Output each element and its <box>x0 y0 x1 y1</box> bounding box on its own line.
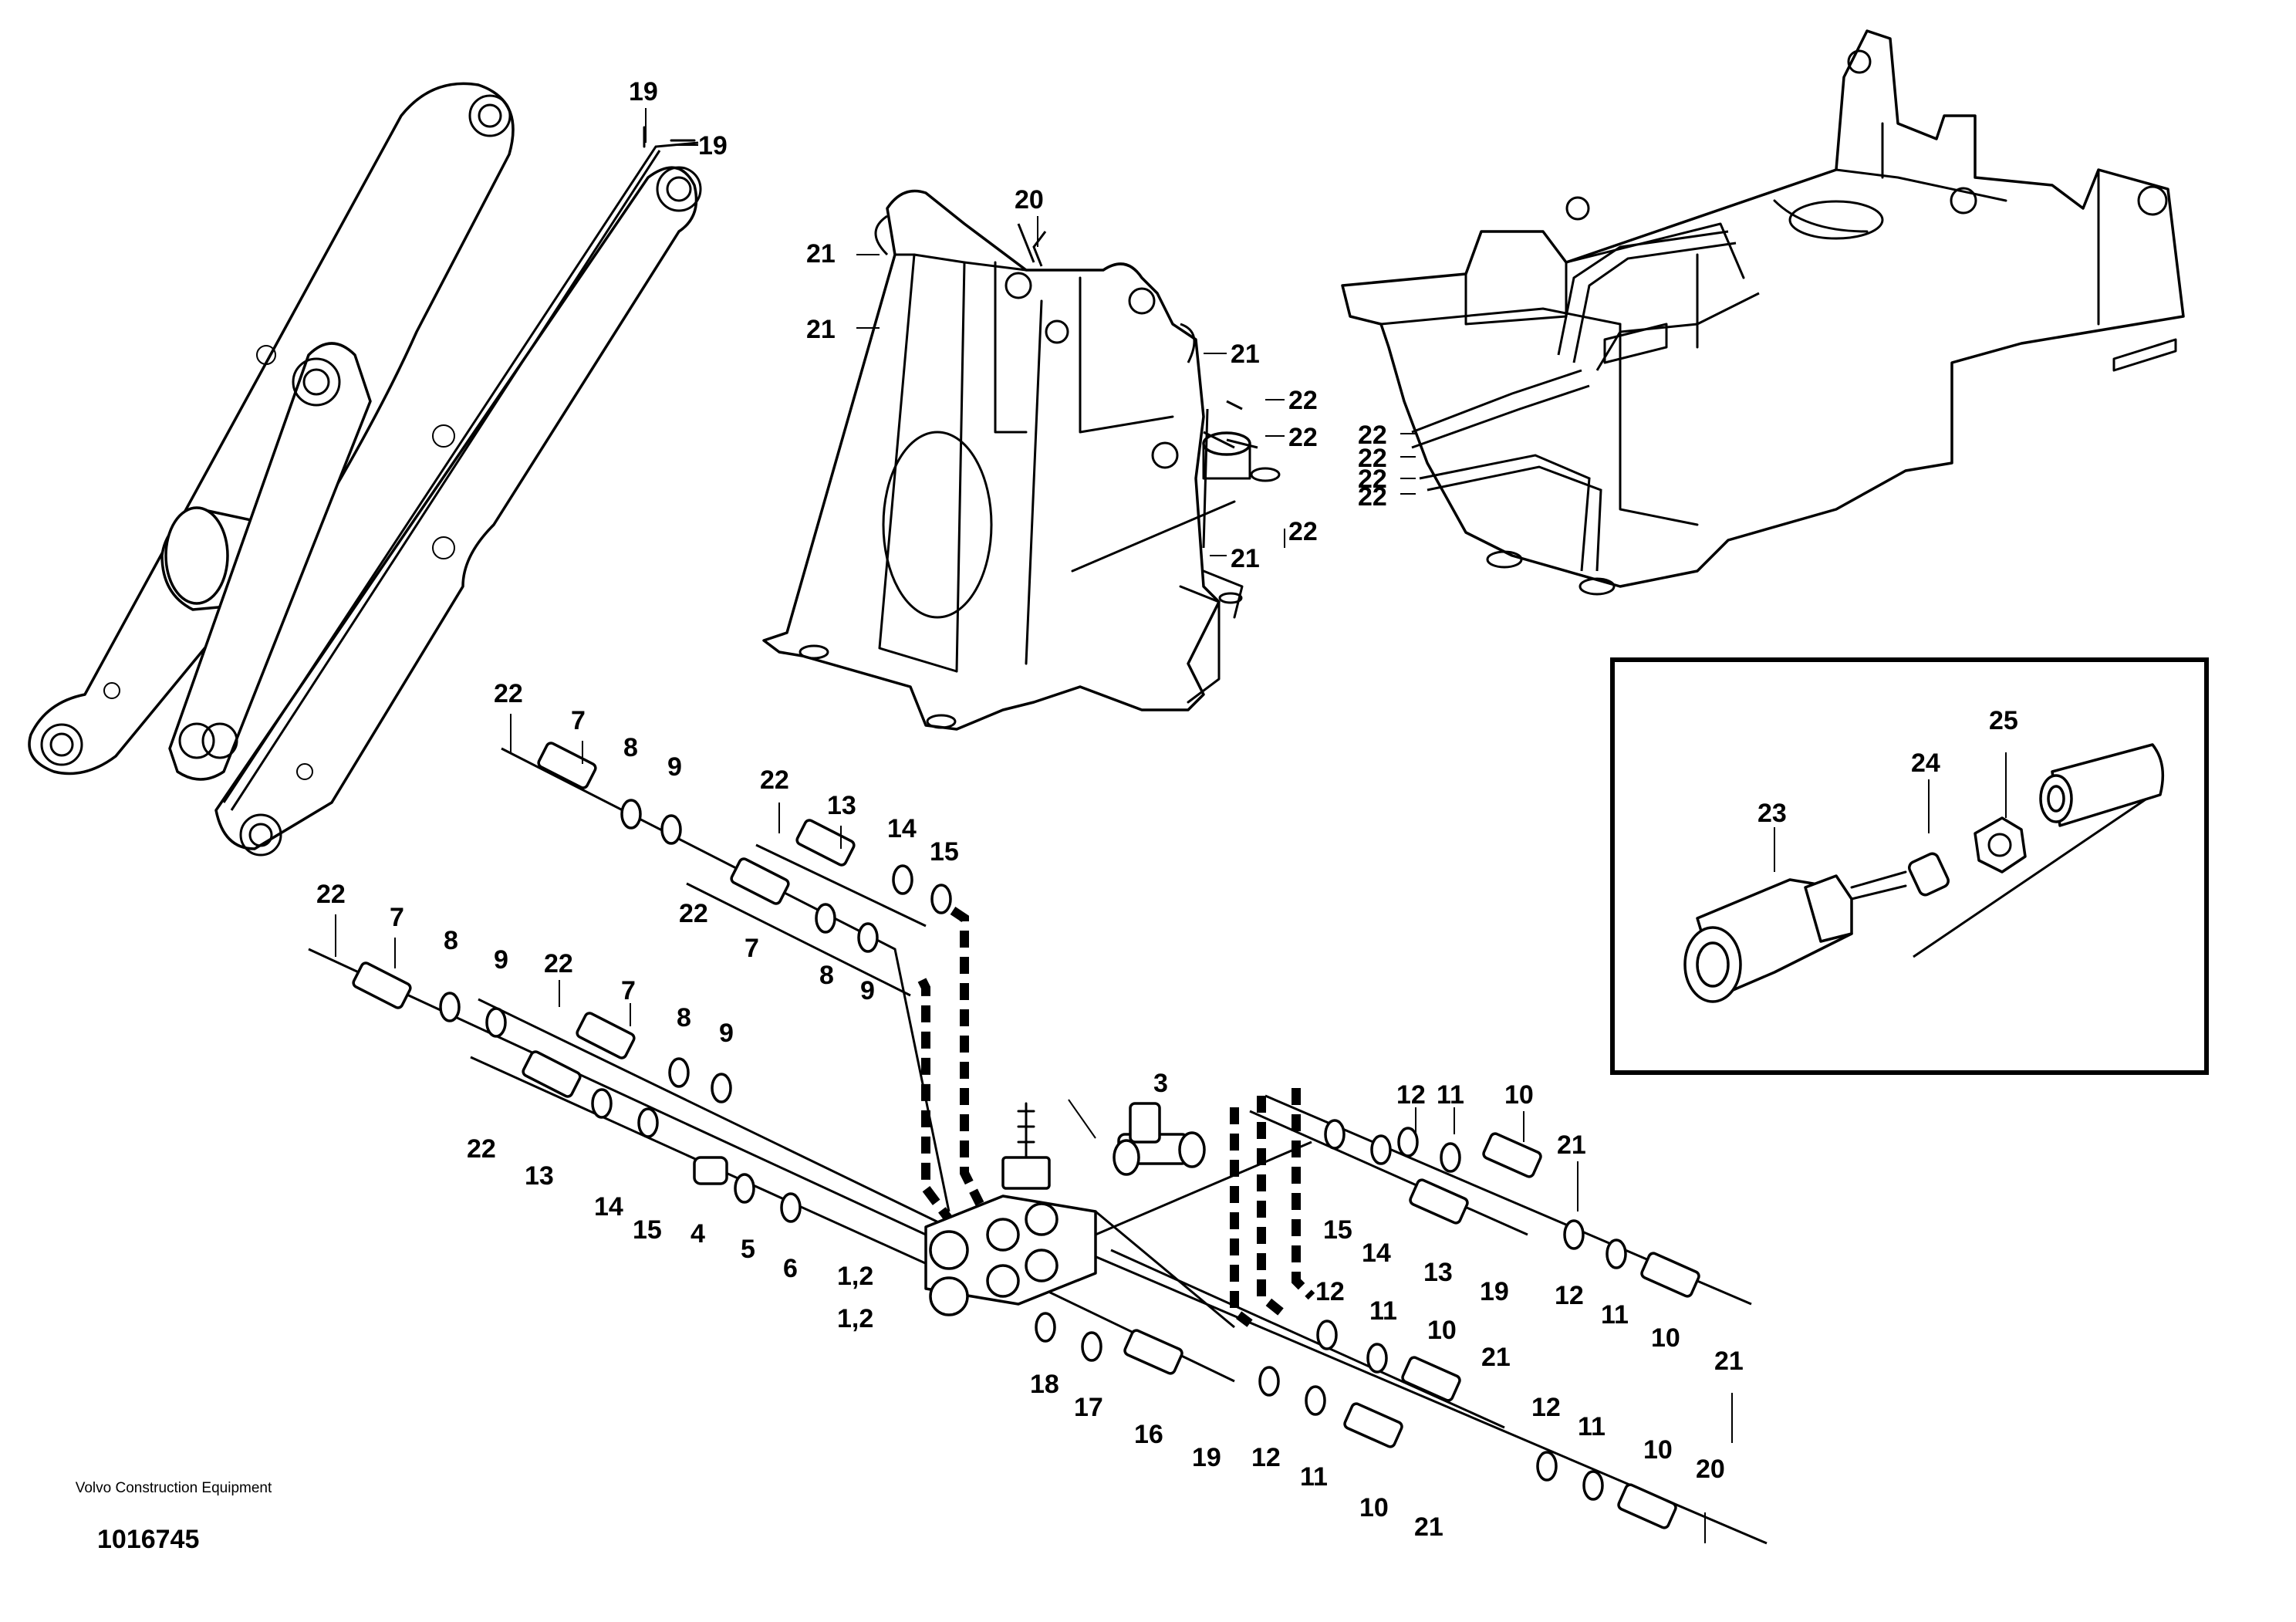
callout-7: 7 <box>390 903 404 932</box>
callout-5: 5 <box>741 1235 755 1264</box>
callout-23: 23 <box>1757 799 1787 828</box>
callout-7: 7 <box>745 934 759 963</box>
callout-22: 22 <box>1288 386 1318 415</box>
callout-9: 9 <box>860 976 875 1005</box>
callout-8: 8 <box>677 1003 691 1032</box>
callout-21: 21 <box>1414 1512 1443 1542</box>
callout-3: 3 <box>1153 1069 1168 1098</box>
callout-9: 9 <box>719 1019 734 1048</box>
callout-19: 19 <box>1192 1443 1221 1472</box>
callout-11: 11 <box>1369 1296 1397 1326</box>
callout-22: 22 <box>679 899 708 928</box>
callout-15: 15 <box>633 1215 662 1245</box>
callout-15: 15 <box>930 837 959 867</box>
callout-24: 24 <box>1911 748 1940 778</box>
callout-10: 10 <box>1504 1080 1534 1110</box>
callout-22: 22 <box>1358 421 1387 450</box>
callout-22: 22 <box>1358 444 1387 473</box>
hose-fitting-assembly <box>308 742 1768 1545</box>
callout-9: 9 <box>667 752 682 782</box>
callout-22: 22 <box>1288 517 1318 546</box>
callout-12: 12 <box>1531 1393 1561 1422</box>
callout-12: 12 <box>1315 1277 1345 1306</box>
callout-19: 19 <box>629 77 658 106</box>
callout-19: 19 <box>698 131 728 161</box>
illustration-number: 1016745 <box>97 1525 200 1554</box>
callout-14: 14 <box>594 1192 623 1222</box>
callout-17: 17 <box>1074 1393 1103 1422</box>
tee-fitting <box>1113 1102 1206 1176</box>
callout-21: 21 <box>1231 544 1260 573</box>
callout-22: 22 <box>494 679 523 708</box>
callout-18: 18 <box>1030 1370 1059 1399</box>
callout-labels: 19 19 20 21 21 21 21 22 22 22 22 22 22 2… <box>316 77 2018 1542</box>
callout-16: 16 <box>1134 1420 1163 1449</box>
callout-12: 12 <box>1555 1281 1584 1310</box>
callout-10: 10 <box>1651 1323 1680 1353</box>
callout-11: 11 <box>1300 1462 1328 1492</box>
callout-7: 7 <box>571 706 586 735</box>
callout-12: 12 <box>1396 1080 1426 1110</box>
callout-11: 11 <box>1601 1300 1629 1330</box>
callout-1-2: 1,2 <box>837 1262 873 1291</box>
callout-13: 13 <box>827 791 856 820</box>
callout-15: 15 <box>1323 1215 1352 1245</box>
callout-1-2: 1,2 <box>837 1304 873 1333</box>
callout-6: 6 <box>783 1254 798 1283</box>
callout-10: 10 <box>1643 1435 1673 1465</box>
fitting-group-b <box>1123 1132 1700 1529</box>
callout-7: 7 <box>621 976 636 1005</box>
callout-11: 11 <box>1578 1412 1606 1441</box>
callout-22: 22 <box>316 880 346 909</box>
rear-frame-illustration <box>1341 29 2185 596</box>
callout-22: 22 <box>1288 423 1318 452</box>
callout-19: 19 <box>1480 1277 1509 1306</box>
callout-14: 14 <box>1362 1238 1391 1268</box>
front-frame-illustration <box>762 189 1281 731</box>
callout-8: 8 <box>623 733 638 762</box>
callout-21: 21 <box>806 315 836 344</box>
callout-21: 21 <box>1481 1343 1511 1372</box>
callout-20: 20 <box>1015 185 1044 215</box>
leader-lines <box>335 108 2007 1543</box>
callout-13: 13 <box>1423 1258 1453 1287</box>
callout-10: 10 <box>1359 1493 1389 1522</box>
callout-8: 8 <box>444 926 458 955</box>
callout-22: 22 <box>467 1134 496 1164</box>
callout-22: 22 <box>760 765 789 795</box>
callout-21: 21 <box>1557 1130 1586 1160</box>
lift-arm-illustration <box>28 82 702 857</box>
callout-8: 8 <box>819 961 834 990</box>
callout-9: 9 <box>494 945 508 975</box>
callout-14: 14 <box>887 814 917 843</box>
plug <box>693 1156 728 1185</box>
callout-21: 21 <box>806 239 836 269</box>
callout-22: 22 <box>544 949 573 978</box>
callout-22: 22 <box>1358 482 1387 512</box>
callout-21: 21 <box>1714 1347 1744 1376</box>
detail-inset <box>1610 657 2209 1075</box>
manufacturer-caption: Volvo Construction Equipment <box>75 1480 272 1496</box>
callout-25: 25 <box>1989 706 2018 735</box>
callout-21: 21 <box>1231 340 1260 369</box>
callout-12: 12 <box>1251 1443 1281 1472</box>
manifold-block <box>924 1102 1097 1316</box>
fitting-group-a <box>352 742 856 1098</box>
callout-13: 13 <box>525 1161 554 1191</box>
callout-4: 4 <box>690 1219 705 1249</box>
seal-rings <box>439 799 1627 1501</box>
callout-10: 10 <box>1427 1316 1457 1345</box>
callout-22: 22 <box>1358 465 1387 494</box>
callout-11: 11 <box>1437 1080 1464 1110</box>
callout-20: 20 <box>1696 1455 1725 1484</box>
